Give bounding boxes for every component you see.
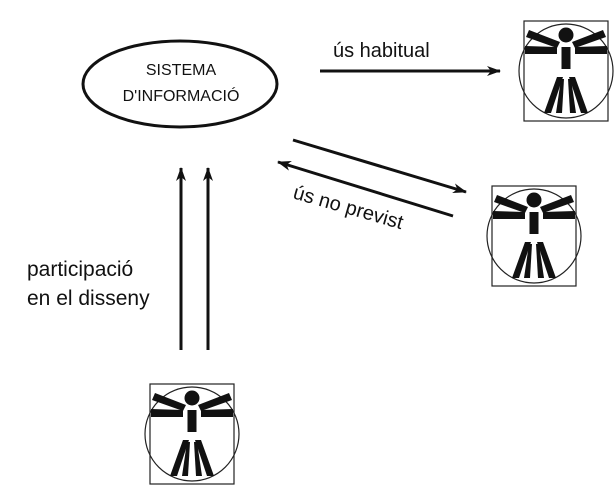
system-ellipse (81, 39, 279, 129)
no-previst-arrow-out (292, 138, 467, 194)
user-figure-no-previst-icon (486, 185, 582, 287)
system-label-line1: SISTEMA (146, 62, 217, 79)
participation-label-line1: participació (27, 258, 133, 281)
habitual-label: ús habitual (333, 40, 430, 62)
no-previst-label: ús no previst (291, 182, 406, 235)
user-figure-habitual-icon (518, 20, 614, 122)
participation-label-line2: en el disseny (27, 287, 150, 310)
user-figure-participant-icon (144, 383, 240, 485)
no-previst-arrow-back (277, 160, 454, 218)
system-label-line2: D'INFORMACIÓ (123, 86, 240, 105)
